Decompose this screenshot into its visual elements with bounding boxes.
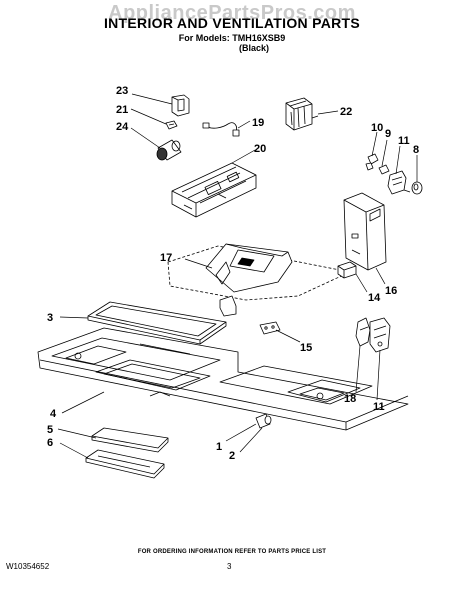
callout-14: 14 — [368, 292, 381, 304]
part-20-control-board — [171, 162, 257, 218]
callout-2: 2 — [229, 450, 235, 462]
models-subtitle: For Models: TMH16XSB9 — [178, 33, 286, 43]
callout-24: 24 — [116, 121, 129, 133]
callout-6: 6 — [47, 437, 53, 449]
callout-11-lower: 11 — [373, 401, 385, 413]
part-4-base-plate — [37, 327, 409, 431]
callout-15: 15 — [300, 342, 312, 354]
callout-4: 4 — [50, 408, 57, 420]
part-11-interlock-upper — [387, 170, 411, 195]
part-17-duct — [167, 243, 351, 301]
part-16-latch-housing — [343, 192, 387, 271]
part-10-switch — [365, 153, 379, 171]
callout-1: 1 — [216, 441, 222, 453]
page-title: INTERIOR AND VENTILATION PARTS — [103, 15, 361, 31]
part-14-block — [337, 261, 357, 279]
callout-9: 9 — [385, 128, 391, 140]
part-23-bracket — [171, 94, 190, 117]
part-8-knob — [411, 181, 423, 195]
callout-5: 5 — [47, 424, 53, 436]
page-number: 3 — [227, 562, 232, 571]
document-number: W10354652 — [6, 562, 50, 571]
callout-11: 11 — [398, 135, 410, 147]
ordering-note: FOR ORDERING INFORMATION REFER TO PARTS … — [137, 549, 327, 555]
part-22-transformer — [285, 97, 319, 131]
part-21-clip — [165, 120, 178, 130]
part-6-bracket — [85, 449, 165, 479]
duct-bracket — [219, 295, 237, 317]
callout-3: 3 — [47, 312, 53, 324]
callout-20: 20 — [254, 143, 266, 155]
variant-subtitle: (Black) — [238, 43, 269, 53]
callout-19: 19 — [252, 117, 264, 129]
watermark: AppliancePartsPros.com — [108, 2, 356, 24]
callout-10: 10 — [371, 122, 383, 134]
part-5-panel — [91, 427, 169, 453]
part-1-lamp — [255, 413, 272, 429]
callout-labels: 23 21 24 19 22 10 9 11 8 20 17 16 14 3 1… — [47, 85, 419, 462]
leader-lines — [57, 93, 418, 459]
callout-21: 21 — [116, 104, 128, 116]
part-11-interlock-lower — [369, 317, 391, 353]
part-9-switch — [378, 164, 390, 175]
part-24-fuse — [156, 139, 182, 161]
part-3-filter — [87, 301, 227, 345]
callout-22: 22 — [340, 106, 352, 118]
callout-8: 8 — [413, 144, 419, 156]
callout-16: 16 — [385, 285, 397, 297]
part-19-harness — [202, 122, 240, 137]
callout-17: 17 — [160, 252, 172, 264]
part-15-plate — [259, 321, 281, 335]
callout-23: 23 — [116, 85, 128, 97]
callout-18: 18 — [344, 393, 356, 405]
part-18-switch — [355, 317, 371, 347]
